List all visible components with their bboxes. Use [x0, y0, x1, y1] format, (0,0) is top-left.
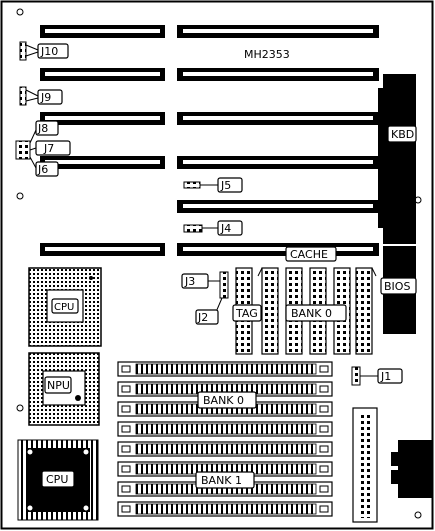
- j2-label: J2: [197, 311, 208, 324]
- j8-label: J8: [37, 122, 48, 135]
- keyboard-connector: KBD: [378, 74, 417, 244]
- board-model-label: MH2353: [244, 48, 290, 61]
- cpu-qfp-lower: CPU: [17, 439, 99, 521]
- cache-area: CACHE TAG BANK 0: [232, 246, 377, 355]
- j5-label: J5: [220, 179, 231, 192]
- cpu-socket-upper: CPU: [28, 267, 102, 347]
- expansion-slots-right: [177, 25, 379, 256]
- mounting-hole: [16, 8, 24, 16]
- cpu-lower-label: CPU: [46, 473, 68, 486]
- kbd-label: KBD: [391, 128, 414, 141]
- npu-label: NPU: [47, 379, 70, 392]
- memory-bank1-label: BANK 1: [201, 474, 242, 487]
- j3-label: J3: [184, 275, 195, 288]
- j9-label: J9: [40, 91, 51, 104]
- j10-label: J10: [40, 45, 58, 58]
- jumper-j4: J4: [183, 220, 243, 236]
- j4-label: J4: [220, 222, 231, 235]
- j7-label: J7: [43, 142, 54, 155]
- mounting-hole: [414, 511, 422, 519]
- cpu-upper-label: CPU: [54, 302, 74, 313]
- tag-label: TAG: [235, 307, 258, 320]
- power-connector: [391, 440, 432, 498]
- npu-socket: NPU: [28, 352, 100, 426]
- bios-label: BIOS: [384, 280, 410, 293]
- mounting-hole: [16, 404, 24, 412]
- memory-bank0-label: BANK 0: [203, 394, 244, 407]
- cache-label: CACHE: [290, 248, 328, 261]
- cache-bank0-label: BANK 0: [291, 307, 332, 320]
- expansion-slots-left: [40, 25, 165, 256]
- jumper-j10: J10: [19, 41, 69, 61]
- mounting-hole: [16, 192, 24, 200]
- bios-chip: BIOS: [380, 246, 417, 334]
- jumper-cluster-j8-j7-j6: J8 J7 J6: [15, 120, 71, 177]
- edge-connector: [352, 407, 378, 523]
- simm-sockets: BANK 0 BANK 1: [117, 361, 333, 517]
- jumper-j1: J1: [351, 366, 403, 386]
- j1-label: J1: [380, 370, 391, 383]
- j6-label: J6: [37, 163, 48, 176]
- jumper-j5: J5: [183, 177, 243, 193]
- jumper-j3-j2: J3 J2: [181, 271, 229, 325]
- jumper-j9: J9: [19, 86, 63, 106]
